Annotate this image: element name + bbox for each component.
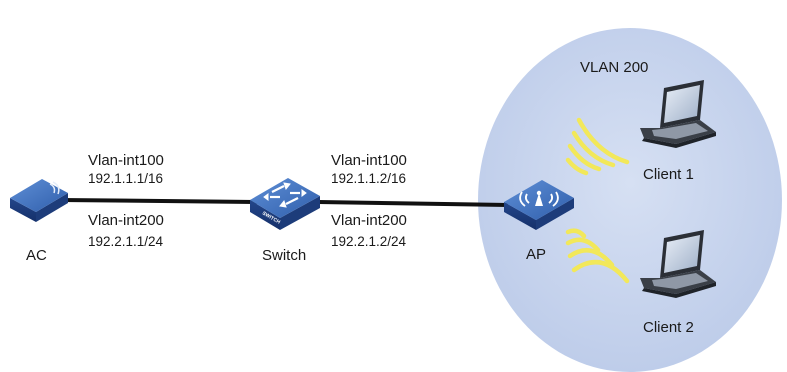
ap-label: AP <box>526 246 547 263</box>
client-2-label: Client 2 <box>643 319 694 336</box>
client-1-label: Client 1 <box>643 166 694 183</box>
switch-label: Switch <box>262 247 307 264</box>
ac-interface-2-name: Vlan-int200 <box>88 212 164 229</box>
link-ac-switch <box>59 198 259 204</box>
access-controller-icon <box>10 179 68 222</box>
switch-interface-2-name: Vlan-int200 <box>331 212 407 229</box>
laptop-icon-client1 <box>640 80 716 148</box>
switch-interface-2-ip: 192.2.1.2/24 <box>331 234 407 249</box>
ac-interface-2-ip: 192.2.1.1/24 <box>88 234 164 249</box>
switch-icon: SWITCH <box>250 178 320 230</box>
switch-interface-1-name: Vlan-int100 <box>331 152 407 169</box>
vlan-label: VLAN 200 <box>580 59 649 76</box>
access-point-icon <box>504 180 574 230</box>
laptop-icon-client2 <box>640 230 716 298</box>
wifi-waves-client1 <box>565 117 630 176</box>
link-switch-ap <box>317 200 509 207</box>
switch-interface-1-ip: 192.1.1.2/16 <box>331 171 407 186</box>
ac-interface-1-ip: 192.1.1.1/16 <box>88 171 164 186</box>
ac-interface-1-name: Vlan-int100 <box>88 152 164 169</box>
ac-label: AC <box>26 247 47 264</box>
wifi-waves-client2 <box>565 228 630 284</box>
